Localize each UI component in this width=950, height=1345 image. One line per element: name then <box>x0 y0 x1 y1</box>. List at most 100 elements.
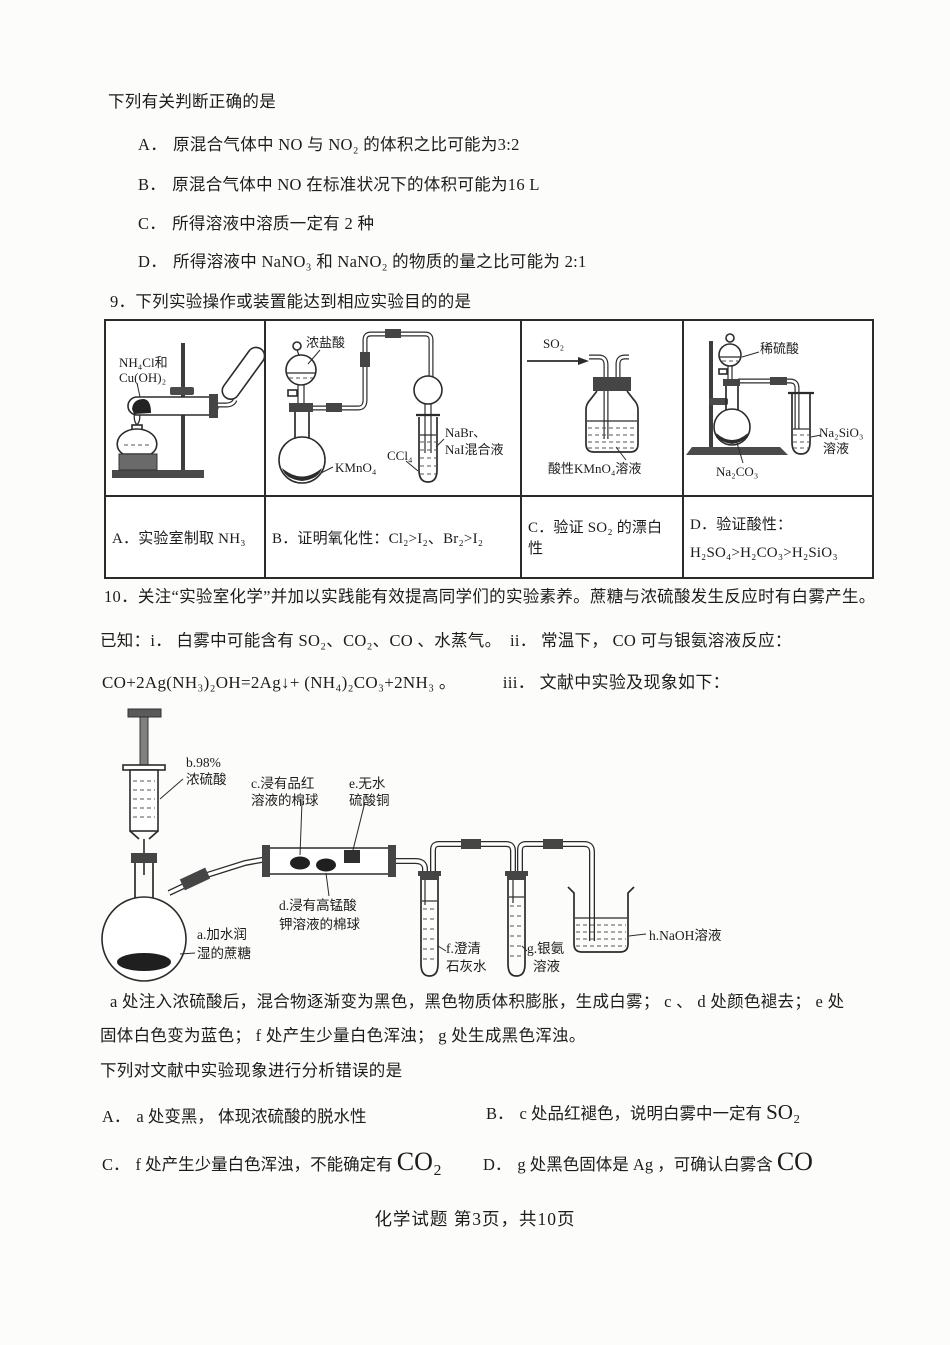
label-na2sio3: Na₂SiO₃ <box>819 425 864 440</box>
leader-d <box>325 872 330 897</box>
q9-cell-a-diagram: NH₄Cl和 Cu(OH)₂ <box>106 321 264 495</box>
leader-e <box>352 801 366 851</box>
q10-option-a-label: A． <box>102 1107 131 1126</box>
label-d1: d.浸有高锰酸 <box>279 898 357 913</box>
q10-option-b-text: c 处品红褪色，说明白雾中一定有 <box>519 1104 762 1123</box>
q9-caption-d-line1: D．验证酸性： <box>690 516 793 533</box>
leader-na2sio3 <box>810 434 822 438</box>
q10-equation: CO+2Ag(NH₃)₂OH=2Ag↓+ (NH₄)₂CO₃+2NH₃ 。 <box>102 673 457 692</box>
label-nh4cl: NH₄Cl和 <box>119 355 168 370</box>
label-c2: 溶液的棉球 <box>251 793 319 808</box>
leader-c <box>299 801 303 856</box>
q9-caption-b-text: B．证明氧化性：Cl₂>I₂、Br₂>I₂ <box>272 530 484 547</box>
q10-option-c-text: f 处产生少量白色浑浊，不能确定有 <box>135 1155 393 1174</box>
q9-caption-a-text: A．实验室制取 NH₃ <box>112 530 246 547</box>
test-tube-f <box>418 871 441 977</box>
rubber-connector <box>543 839 563 849</box>
leader-kmno4-solution <box>615 446 627 461</box>
label-nai-mix: NaI混合液 <box>445 442 504 457</box>
q8-option-b-text: 原混合气体中 NO 在标准状况下的体积可能为16 L <box>172 175 540 194</box>
gas-tube <box>313 329 434 412</box>
outlet-tube <box>738 377 800 429</box>
round-flask <box>278 403 326 484</box>
syringe <box>122 708 166 875</box>
leader-b <box>159 778 184 800</box>
q9-caption-a: A．实验室制取 NH₃ <box>106 495 264 577</box>
leader-na2co3 <box>736 442 744 464</box>
q9-caption-c-text: C．验证 SO₂ 的漂白性 <box>528 520 663 557</box>
apparatus-d-acidity <box>686 333 822 464</box>
label-na2co3: Na₂CO₃ <box>716 464 759 479</box>
q10-option-a-text: a 处变黑， 体现浓硫酸的脱水性 <box>136 1107 367 1126</box>
label-cuoh2: Cu(OH)₂ <box>119 370 167 385</box>
label-ccl4: CCl₄ <box>387 448 413 463</box>
label-b1: b.98% <box>186 755 221 770</box>
q9-caption-d-line2: H₂SO₄>H₂CO₃>H₂SiO₃ <box>690 544 838 561</box>
label-na2sio3-solution: 溶液 <box>823 441 850 456</box>
test-tube-g <box>505 871 528 977</box>
q10-phenomena-2: 固体白色变为蓝色； f 处产生少量白色浑浊； g 处生成黑色浑浊。 <box>100 1026 586 1045</box>
q9-cell-b-diagram: 浓盐酸 KMnO₄ CCl₄ NaBr、 NaI混合液 <box>264 321 520 495</box>
leader-a <box>179 952 196 955</box>
q10-option-c-label: C． <box>102 1155 130 1174</box>
label-dilute-h2so4: 稀硫酸 <box>760 341 800 356</box>
leader-h2so4 <box>741 351 760 358</box>
q10-option-d-text: g 处黑色固体是 Ag ，可确认白雾含 <box>517 1155 773 1174</box>
label-acidic-kmno4: 酸性KMnO₄溶液 <box>548 461 642 476</box>
q8-option-c: C． 所得溶液中溶质一定有 2 种 <box>138 210 374 234</box>
label-c1: c.浸有品红 <box>251 776 315 791</box>
q10-apparatus-diagram: b.98% 浓硫酸 c.浸有品红 溶液的棉球 e.无水 硫酸铜 d.浸有高锰酸 … <box>95 703 875 983</box>
leader-ccl4 <box>405 460 419 472</box>
q10-stem: 10．关注“实验室化学”并加以实践能有效提高同学们的实验素养。蔗糖与浓硫酸发生反… <box>104 587 876 606</box>
q8-option-b: B． 原混合气体中 NO 在标准状况下的体积可能为16 L <box>138 171 540 195</box>
iron-stand <box>686 341 788 455</box>
label-d2: 钾溶液的棉球 <box>279 917 360 932</box>
q10-option-b-label: B． <box>486 1104 514 1123</box>
cuso4-block-e <box>344 850 360 863</box>
leader-hcl <box>307 349 321 365</box>
alcohol-lamp <box>116 406 158 471</box>
gas-washing-bottle <box>585 390 639 453</box>
q10-option-d-label: D． <box>483 1155 512 1174</box>
q9-caption-d: D．验证酸性： H₂SO₄>H₂CO₃>H₂SiO₃ <box>682 495 872 577</box>
q8-option-b-label: B． <box>138 175 167 194</box>
label-concentrated-hcl: 浓盐酸 <box>306 335 346 350</box>
q9-cell-c-diagram: SO₂ 酸性KMnO₄溶液 <box>520 321 682 495</box>
q8-option-c-label: C． <box>138 214 167 233</box>
so2-arrow <box>527 357 589 365</box>
black-sucrose-mass <box>117 953 171 971</box>
round-flask <box>713 379 751 446</box>
bulb-tube <box>413 375 443 483</box>
inlet-tube <box>589 354 629 439</box>
q8-option-d-text: 所得溶液中 NaNO₃ 和 NaNO₂ 的物质的量之比可能为 2:1 <box>173 252 587 271</box>
label-a1: a.加水润 <box>197 927 247 942</box>
q9-stem: 9．下列实验操作或装置能达到相应实验目的的是 <box>110 292 472 311</box>
leader-f <box>437 945 447 952</box>
label-e2: 硫酸铜 <box>349 793 390 808</box>
cotton-ball-c <box>290 856 310 870</box>
q10-equation-line: CO+2Ag(NH₃)₂OH=2Ag↓+ (NH₄)₂CO₃+2NH₃ 。 ii… <box>102 668 730 693</box>
test-tube <box>788 391 814 455</box>
apparatus-a-nh3-generator <box>112 343 264 478</box>
label-f2: 石灰水 <box>446 959 487 974</box>
q9-caption-c: C．验证 SO₂ 的漂白性 <box>520 495 682 577</box>
q10-apparatus-drawing <box>101 708 647 982</box>
label-f1: f.澄清 <box>446 941 481 956</box>
label-e1: e.无水 <box>349 776 386 791</box>
stopper <box>593 377 631 391</box>
cotton-ball-tube <box>262 845 396 877</box>
q10-option-c: C． f 处产生少量白色浑浊，不能确定有 CO₂ <box>102 1147 442 1177</box>
q10-option-c-formula: CO₂ <box>396 1147 442 1176</box>
leader-nabr <box>435 438 445 448</box>
label-g2: 溶液 <box>533 959 560 974</box>
label-so2-gas: SO₂ <box>543 336 565 351</box>
q10-option-b: B．c 处品红褪色，说明白雾中一定有 SO₂ <box>486 1100 800 1125</box>
label-h: h.NaOH溶液 <box>649 928 722 943</box>
q8-option-c-text: 所得溶液中溶质一定有 2 种 <box>172 214 375 233</box>
round-flask <box>101 853 187 982</box>
q10-question: 下列对文献中实验现象进行分析错误的是 <box>100 1061 403 1080</box>
q8-option-a: A．原混合气体中 NO 与 NO₂ 的体积之比可能为3:2 <box>138 131 520 155</box>
apparatus-c-wash-bottle <box>527 354 639 461</box>
q8-option-d: D．所得溶液中 NaNO₃ 和 NaNO₂ 的物质的量之比可能为 2:1 <box>138 248 587 272</box>
q8-option-a-label: A． <box>138 135 168 154</box>
